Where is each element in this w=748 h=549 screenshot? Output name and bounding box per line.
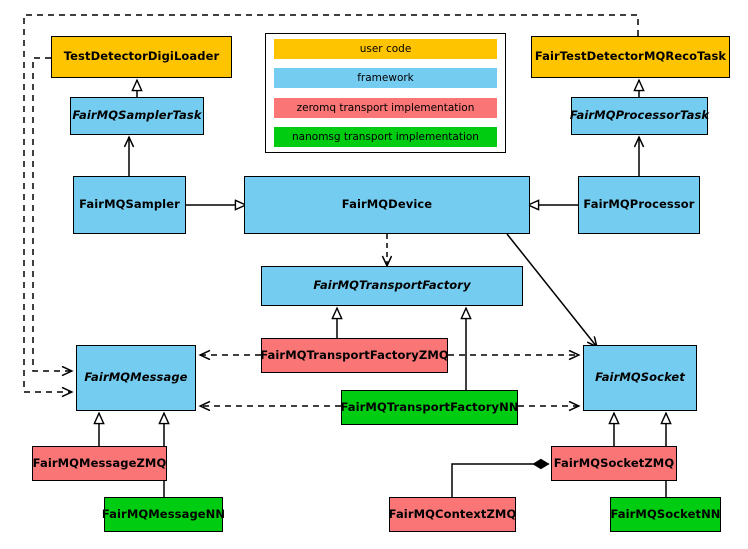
class-label: FairMQContextZMQ (388, 506, 517, 521)
class-label: TestDetectorDigiLoader (63, 49, 220, 64)
class-label: FairMQSampler (79, 197, 180, 212)
legend-item-user-code: user code (274, 39, 497, 59)
edge-digiloader-to-message (32, 57, 72, 371)
color-legend: user code framework zeromq transport imp… (265, 33, 506, 153)
class-label: FairMQMessageZMQ (32, 455, 167, 470)
class-label: FairMQTransportFactoryNN (340, 399, 519, 414)
class-box-fairmqdevice[interactable]: FairMQDevice (244, 176, 530, 234)
class-box-fairmqsocketnn[interactable]: FairMQSocketNN (610, 497, 721, 532)
class-box-fairmqprocessor[interactable]: FairMQProcessor (578, 176, 700, 234)
class-box-fairmqmessagenn[interactable]: FairMQMessageNN (101, 497, 226, 532)
class-label: FairMQSocketNN (610, 506, 721, 521)
class-box-testdetectordigiloader[interactable]: TestDetectorDigiLoader (51, 36, 232, 78)
class-box-fairmqsocket[interactable]: FairMQSocket (583, 345, 697, 411)
class-label: FairTestDetectorMQRecoTask (534, 49, 727, 64)
class-box-fairmqtransportfactoryzmq[interactable]: FairMQTransportFactoryZMQ (260, 338, 449, 373)
class-label: FairMQSamplerTask (72, 108, 202, 123)
class-box-fairmqsampler[interactable]: FairMQSampler (73, 176, 186, 234)
class-label: FairMQMessage (84, 370, 188, 385)
class-label: FairMQProcessor (583, 197, 695, 212)
class-box-fairtestdetectormqrecotask[interactable]: FairTestDetectorMQRecoTask (531, 36, 730, 78)
class-box-fairmqtransportfactory[interactable]: FairMQTransportFactory (261, 266, 523, 306)
class-box-fairmqmessage[interactable]: FairMQMessage (76, 345, 196, 411)
class-box-fairmqcontextzmq[interactable]: FairMQContextZMQ (389, 497, 516, 532)
class-box-fairmqmessagezmq[interactable]: FairMQMessageZMQ (32, 446, 167, 481)
class-label: FairMQMessageNN (101, 506, 226, 521)
class-box-fairmqprocessortask[interactable]: FairMQProcessorTask (569, 97, 710, 135)
class-label: FairMQSocket (595, 370, 685, 385)
class-label: FairMQSocketZMQ (553, 455, 675, 470)
legend-item-nanomsg: nanomsg transport implementation (274, 126, 497, 147)
class-label: FairMQTransportFactory (313, 278, 471, 293)
legend-item-zeromq: zeromq transport implementation (274, 97, 497, 118)
class-label: FairMQDevice (341, 197, 433, 212)
class-label: FairMQProcessorTask (569, 108, 710, 123)
legend-label-nanomsg: nanomsg transport implementation (292, 130, 479, 143)
class-label: FairMQTransportFactoryZMQ (260, 347, 449, 362)
class-box-fairmqsamplertask[interactable]: FairMQSamplerTask (70, 97, 204, 135)
legend-label-user-code: user code (359, 43, 412, 55)
legend-item-framework: framework (274, 68, 497, 89)
class-box-fairmqsocketzmq[interactable]: FairMQSocketZMQ (551, 446, 677, 481)
legend-label-framework: framework (357, 72, 414, 85)
class-box-fairmqtransportfactorynn[interactable]: FairMQTransportFactoryNN (340, 390, 519, 425)
legend-label-zeromq: zeromq transport implementation (296, 101, 475, 114)
edge-contextzmq-composition-socketzmq (451, 464, 549, 497)
